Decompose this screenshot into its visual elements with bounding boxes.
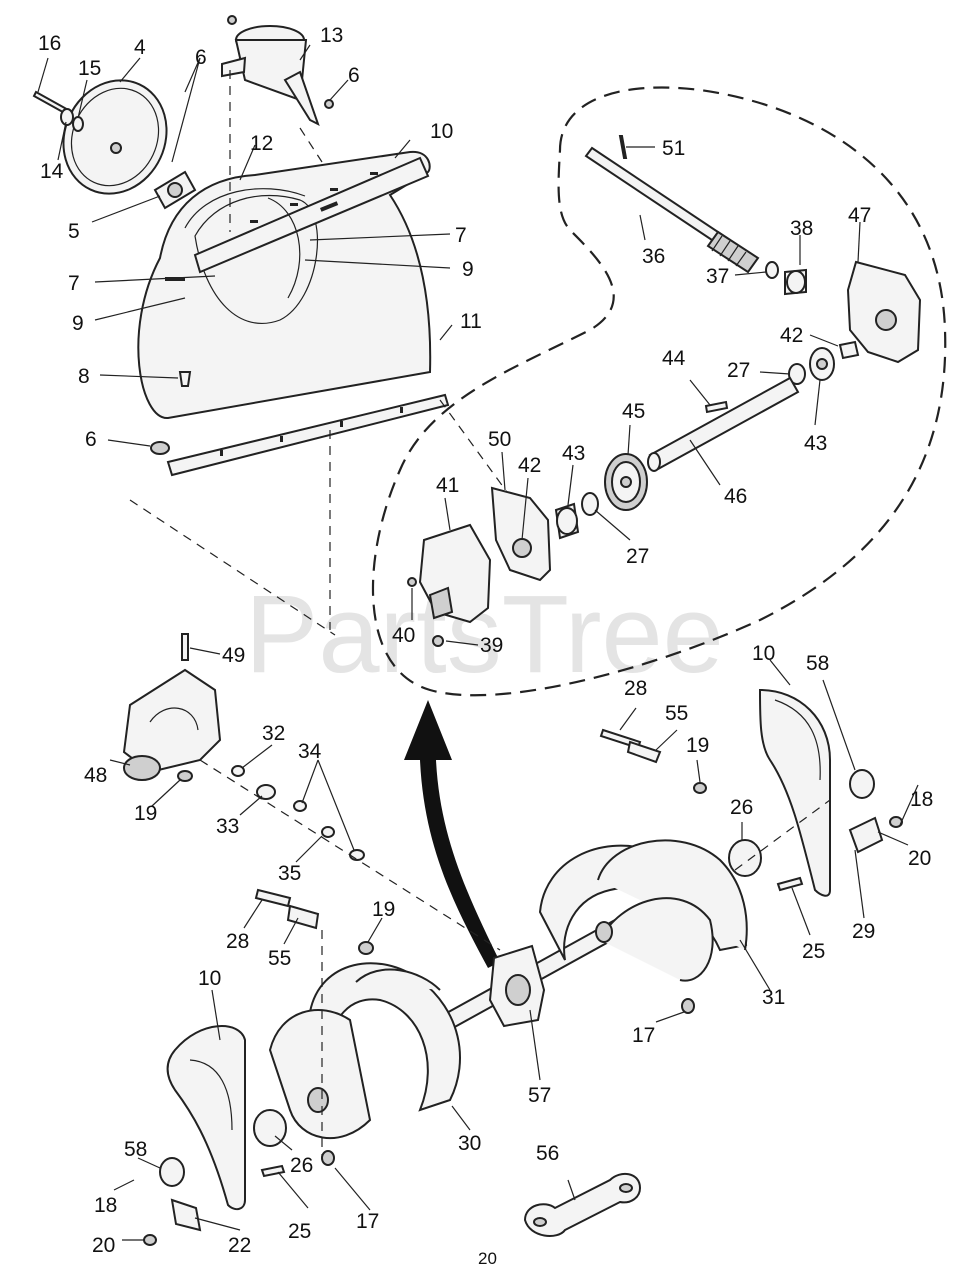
pulley [62,79,168,195]
callout-19: 19 [686,734,709,757]
callout-28: 28 [226,930,249,953]
callout-18: 18 [910,788,933,811]
scraper-bar [166,393,450,477]
callout-19: 19 [372,898,395,921]
auger-housing-group [137,150,450,477]
callout-50: 50 [488,428,511,451]
callout-42: 42 [518,454,541,477]
callout-44: 44 [662,347,686,370]
callout-42: 42 [780,324,803,347]
callout-10: 10 [198,967,221,990]
callout-47: 47 [848,204,871,227]
auger-shaft [648,376,800,471]
gasket [490,486,552,582]
callout-27: 27 [727,359,750,382]
auger-gearbox [488,944,546,1028]
callout-31: 31 [762,986,785,1009]
callout-43: 43 [804,432,827,455]
callout-numbers: 16 15 4 14 5 6 13 6 12 10 7 7 9 9 11 8 6… [38,24,933,1257]
callout-34: 34 [298,740,322,763]
worm-shaft [584,146,760,274]
callout-13: 13 [320,24,343,47]
gearbox-enclosure [371,86,947,697]
left-auger [268,962,461,1139]
callout-29: 29 [852,920,875,943]
callout-16: 16 [38,32,61,55]
callout-19: 19 [134,802,157,825]
callout-32: 32 [262,722,285,745]
callout-6: 6 [85,428,97,451]
callout-10: 10 [752,642,775,665]
callout-55: 55 [268,947,291,970]
chute-adapter [221,25,320,126]
callout-58: 58 [806,652,829,675]
callout-43: 43 [562,442,585,465]
callout-57: 57 [528,1084,551,1107]
callout-49: 49 [222,644,245,667]
callout-17: 17 [632,1024,655,1047]
callout-12: 12 [250,132,273,155]
callout-41: 41 [436,474,459,497]
callout-28: 28 [624,677,647,700]
worm-gear [604,453,648,511]
callout-17: 17 [356,1210,379,1233]
callout-38: 38 [790,217,813,240]
callout-7: 7 [455,224,467,247]
callout-26: 26 [290,1154,313,1177]
right-auger [538,839,748,982]
callout-58: 58 [124,1138,147,1161]
auger-housing [137,150,432,420]
callout-25: 25 [802,940,825,963]
page-number: 20 [478,1249,497,1268]
callout-10: 10 [430,120,453,143]
callout-26: 26 [730,796,753,819]
callout-45: 45 [622,400,645,423]
callout-27: 27 [626,545,649,568]
callout-25: 25 [288,1220,311,1243]
callout-48: 48 [84,764,107,787]
callout-14: 14 [40,160,64,183]
direction-arrow [404,700,500,968]
callout-5: 5 [68,220,80,243]
callout-40: 40 [392,624,415,647]
callout-35: 35 [278,862,301,885]
callout-20: 20 [92,1234,115,1257]
discharge-ring [267,197,301,299]
callout-6: 6 [348,64,360,87]
callout-4: 4 [134,36,146,59]
callout-20: 20 [908,847,931,870]
callout-33: 33 [216,815,239,838]
callout-36: 36 [642,245,665,268]
callout-9: 9 [72,312,84,335]
callout-7: 7 [68,272,80,295]
callout-37: 37 [706,265,729,288]
callout-18: 18 [94,1194,117,1217]
left-side-plate [166,1025,246,1211]
gear-case [122,668,222,781]
callout-8: 8 [78,365,90,388]
callout-15: 15 [78,57,101,80]
callout-9: 9 [462,258,474,281]
bracket [523,1172,642,1237]
callout-30: 30 [458,1132,481,1155]
callout-6: 6 [195,46,207,69]
leader-lines [37,44,919,1241]
callout-22: 22 [228,1234,251,1257]
callout-46: 46 [724,485,747,508]
callout-11: 11 [460,310,482,333]
callout-55: 55 [665,702,688,725]
callout-56: 56 [536,1142,559,1165]
callout-51: 51 [662,137,685,160]
callout-39: 39 [480,634,503,657]
right-side-plate [758,688,831,897]
